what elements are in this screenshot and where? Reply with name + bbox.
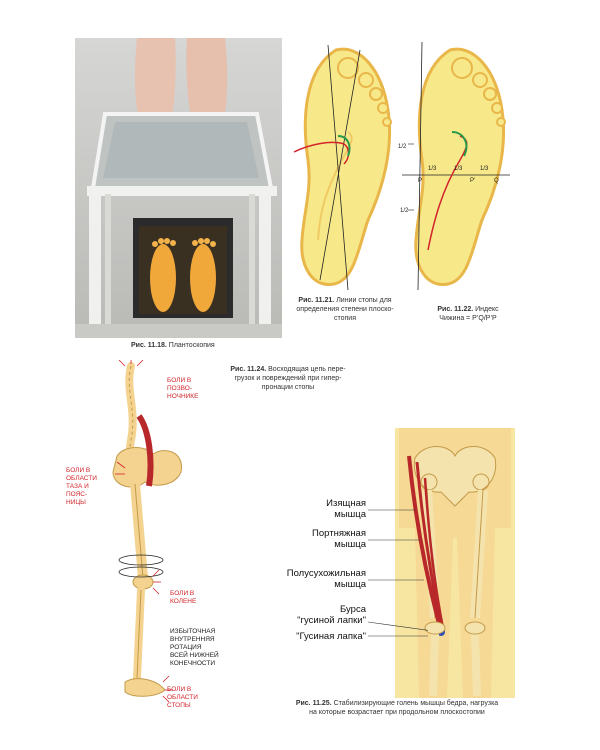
fig-11-24-line-2: грузок и повреждений при гипер-	[234, 375, 342, 382]
foot-lines-diagram	[290, 40, 405, 291]
fig-11-21-number: Рис. 11.21.	[298, 297, 335, 304]
knee-pain-label: БОЛИ В КОЛЕНЕ	[170, 590, 196, 606]
sartorius-line-2: мышца	[334, 539, 366, 550]
bursa-line-2: "гусиной лапки"	[297, 615, 366, 626]
rotation-line-3: РОТАЦИЯ	[170, 644, 202, 651]
third-label-3: 1/3	[480, 166, 489, 172]
sartorius-label: Портняжная мышца	[270, 528, 366, 550]
half-bottom-label: 1/2	[400, 208, 409, 214]
pelvis-pain-label: БОЛИ В ОБЛАСТИ ТАЗА И ПОЯС- НИЦЫ	[66, 467, 97, 507]
rotation-line-1: ИЗБЫТОЧНАЯ	[170, 628, 216, 635]
pes-anserinus-label: "Гусиная лапка"	[250, 631, 366, 642]
gracilis-line-1: Изящная	[326, 498, 366, 509]
fig-11-25-line-1: Стабилизирующие голень мышцы бедра, нагр…	[333, 700, 499, 707]
fig-11-18-caption: Рис. 11.18. Плантоскопия	[131, 341, 291, 350]
fig-11-22-line-1: Индекс	[475, 306, 499, 313]
knee-pain-line-1: БОЛИ В	[170, 590, 195, 597]
third-label-1: 1/3	[428, 166, 437, 172]
pelvis-pain-line-4: ПОЯС-	[66, 491, 88, 498]
fig-11-24-line-1: Восходящая цепь пере-	[268, 366, 346, 373]
sartorius-line-1: Портняжная	[312, 528, 366, 539]
rotation-line-2: ВНУТРЕННЯЯ	[170, 636, 215, 643]
bursa-label: Бурса "гусиной лапки"	[250, 604, 366, 626]
rotation-line-4: ВСЕЙ НИЖНЕЙ	[170, 652, 219, 659]
foot-pain-line-1: БОЛИ В	[167, 686, 192, 693]
fig-11-21-line-3: стопия	[333, 315, 356, 322]
gracilis-line-2: мышца	[334, 509, 366, 520]
chizhin-index-diagram: 1/2 1/2 1/3 1/3 1/3 P P’ Q	[398, 40, 523, 291]
fig-11-24-number: Рис. 11.24.	[230, 366, 267, 373]
third-label-2: 1/3	[454, 166, 463, 172]
fig-11-22-caption: Рис. 11.22. Индекс Чижина = P’Q/P’P	[418, 305, 518, 323]
pelvis-pain-line-2: ОБЛАСТИ	[66, 475, 97, 482]
fig-11-18-number: Рис. 11.18.	[131, 342, 167, 349]
fig-11-22-number: Рис. 11.22.	[437, 306, 474, 313]
point-p-label: P	[418, 178, 423, 184]
pelvis-pain-line-5: НИЦЫ	[66, 499, 86, 506]
foot-pain-line-3: СТОПЫ	[167, 702, 191, 709]
fig-11-25-line-2: на которые возрастает при продольном пло…	[309, 709, 485, 716]
point-p-prime-label: P’	[470, 178, 476, 184]
foot-pain-label: БОЛИ В ОБЛАСТИ СТОПЫ	[167, 686, 198, 710]
spine-pain-label: БОЛИ В ПОЗВО- НОЧНИКЕ	[167, 377, 198, 401]
spine-pain-line-3: НОЧНИКЕ	[167, 393, 199, 400]
semitendinosus-line-2: мышца	[334, 579, 366, 590]
skeleton-chain-diagram	[95, 356, 215, 710]
semitendinosus-label: Полусухожильная мышца	[246, 568, 366, 590]
half-top-label: 1/2	[398, 144, 407, 150]
spine-pain-line-2: ПОЗВО-	[167, 385, 192, 392]
knee-pain-line-2: КОЛЕНЕ	[170, 598, 197, 605]
pes-anserinus-line-1: "Гусиная лапка"	[296, 631, 366, 642]
pelvis-pain-line-3: ТАЗА И	[66, 483, 89, 490]
thigh-muscles-diagram	[395, 428, 515, 698]
fig-11-25-caption: Рис. 11.25. Стабилизирующие голень мышцы…	[292, 699, 502, 717]
fig-11-18-text: Плантоскопия	[168, 342, 215, 349]
fig-11-21-line-2: определения степени плоско-	[296, 306, 394, 313]
gracilis-label: Изящная мышца	[270, 498, 366, 520]
foot-pain-line-2: ОБЛАСТИ	[167, 694, 198, 701]
bursa-line-1: Бурса	[340, 604, 366, 615]
point-q-label: Q	[494, 178, 499, 184]
pelvis-pain-line-1: БОЛИ В	[66, 467, 91, 474]
fig-11-21-caption: Рис. 11.21. Линии стопы для определения …	[286, 296, 404, 323]
plantoscopy-photo	[75, 38, 282, 338]
fig-11-22-line-2: Чижина = P’Q/P’P	[439, 315, 497, 322]
rotation-line-5: КОНЕЧНОСТИ	[170, 660, 216, 667]
fig-11-24-line-3: пронации стопы	[261, 384, 315, 391]
spine-pain-line-1: БОЛИ В	[167, 377, 192, 384]
fig-11-21-line-1: Линии стопы для	[336, 297, 392, 304]
rotation-label: ИЗБЫТОЧНАЯ ВНУТРЕННЯЯ РОТАЦИЯ ВСЕЙ НИЖНЕ…	[170, 628, 219, 668]
semitendinosus-line-1: Полусухожильная	[286, 568, 366, 579]
fig-11-25-number: Рис. 11.25.	[295, 700, 332, 707]
leader-lines	[368, 509, 428, 637]
fig-11-24-caption: Рис. 11.24. Восходящая цепь пере- грузок…	[213, 365, 363, 392]
